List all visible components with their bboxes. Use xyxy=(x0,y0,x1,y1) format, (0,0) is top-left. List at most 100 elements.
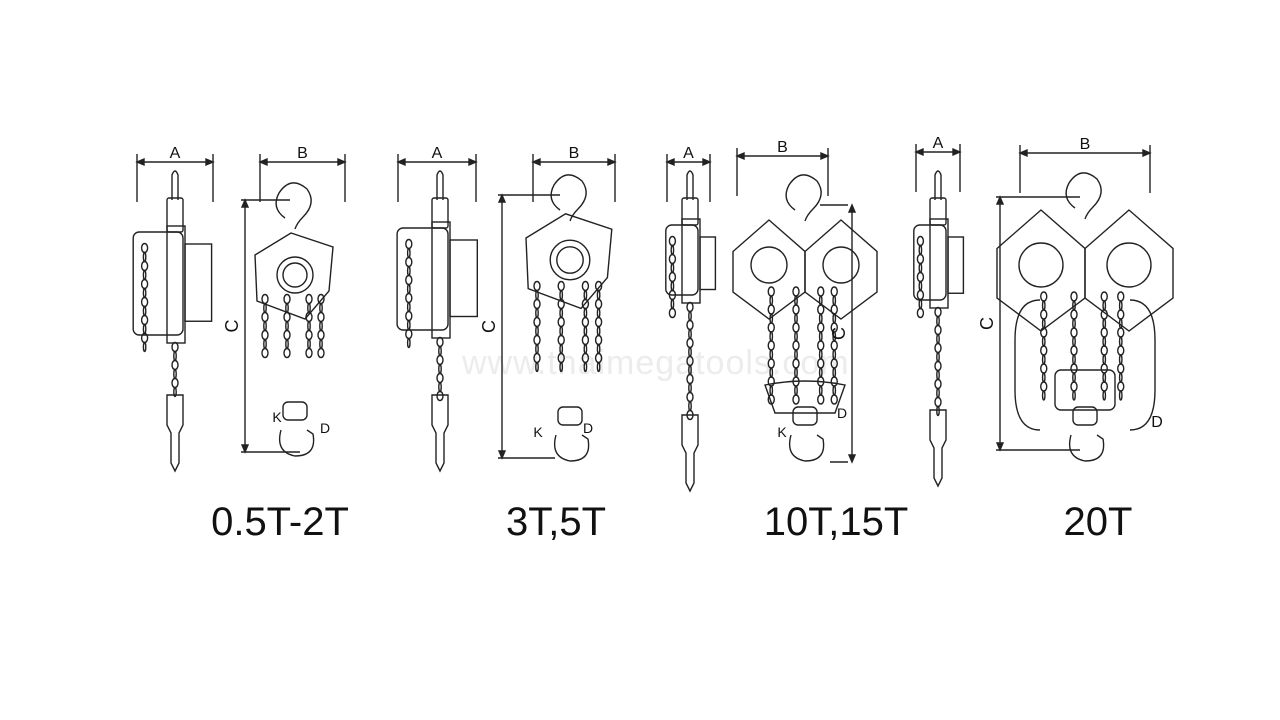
top-hook-side-icon xyxy=(436,170,444,200)
chain-link xyxy=(285,320,289,332)
watermark: www.thaimegatools.com xyxy=(462,344,850,382)
d-label-2: D xyxy=(837,405,847,421)
chain-link xyxy=(769,313,774,324)
chain-link xyxy=(594,298,603,310)
b-2-label: B xyxy=(777,139,788,156)
left-wheel xyxy=(1018,242,1064,288)
handwheel-bore xyxy=(282,262,308,288)
chain-link xyxy=(830,340,838,351)
chain-link xyxy=(688,310,692,322)
chain-link xyxy=(1072,372,1076,383)
chain-link xyxy=(559,325,564,337)
chain-link xyxy=(818,385,823,396)
arrowheads xyxy=(258,157,347,167)
chain-link xyxy=(936,351,940,363)
bottom-hook-icon xyxy=(278,429,315,457)
b-2-dimension xyxy=(735,148,830,196)
chain-link xyxy=(307,338,311,350)
chain-link xyxy=(934,306,942,318)
chain-link xyxy=(263,338,267,350)
chain-link xyxy=(283,329,291,341)
top-hook-side-icon xyxy=(686,170,694,200)
chain-link xyxy=(1041,318,1046,329)
chain-link xyxy=(535,325,539,337)
chain-link xyxy=(767,358,775,369)
chain-link xyxy=(670,244,675,256)
chain-link xyxy=(792,304,800,315)
chain-link xyxy=(581,352,590,364)
chain-link xyxy=(263,302,267,314)
a-3-dimension xyxy=(914,144,962,192)
chain-link xyxy=(817,322,825,333)
a-1-dimension xyxy=(396,154,478,202)
chain-link xyxy=(670,262,675,274)
chain-link xyxy=(792,394,800,405)
chain-link xyxy=(688,400,692,412)
bottom-hook-side-icon xyxy=(166,394,184,473)
chain-link xyxy=(317,347,325,359)
chain-link xyxy=(596,289,601,301)
chain-link xyxy=(596,343,601,355)
chain-link xyxy=(1040,345,1048,356)
load-chain xyxy=(686,301,694,421)
chain-link xyxy=(769,385,774,396)
chain-link xyxy=(1100,291,1108,302)
hook-yoke xyxy=(431,197,449,229)
chain-link xyxy=(668,235,677,247)
chain-link xyxy=(406,247,411,259)
hand-chain-1 xyxy=(1070,291,1078,401)
top-hook-icon xyxy=(785,174,822,222)
chain-link xyxy=(436,354,444,366)
right-wheel xyxy=(822,246,860,284)
chain-link xyxy=(1070,345,1078,356)
chain-link xyxy=(769,349,774,360)
chain-link xyxy=(307,320,311,332)
arrowheads xyxy=(847,203,857,464)
chain-link xyxy=(916,253,925,265)
chain-link xyxy=(171,359,179,371)
chain-link xyxy=(535,361,539,373)
arrowheads xyxy=(735,151,830,161)
chain-link xyxy=(794,349,798,360)
chain-link xyxy=(1041,354,1046,365)
chain-link xyxy=(1100,327,1108,338)
chain-link xyxy=(583,289,588,301)
chain-link xyxy=(918,298,923,310)
chain-link xyxy=(936,333,940,345)
chain-link xyxy=(406,265,411,277)
side-view-1 xyxy=(396,170,478,473)
chain-link xyxy=(405,238,413,250)
chain-link xyxy=(830,286,838,297)
chain-link xyxy=(583,325,588,337)
side-view-2 xyxy=(665,170,717,493)
hook-block xyxy=(1072,406,1098,426)
chain-link xyxy=(688,328,692,340)
arrowheads xyxy=(240,198,250,454)
b-1-label: B xyxy=(569,145,580,162)
chain-link xyxy=(918,262,923,274)
arrowheads xyxy=(995,195,1005,452)
chain-link xyxy=(285,302,289,314)
chain-link xyxy=(1118,300,1123,311)
chain-link xyxy=(142,287,147,299)
chain-link xyxy=(936,405,940,417)
chain-link xyxy=(817,340,825,351)
chain-link xyxy=(767,304,775,315)
chain-link xyxy=(817,304,825,315)
hand-chain-3 xyxy=(830,286,838,405)
chain-link xyxy=(596,361,601,373)
chain-link xyxy=(319,302,323,314)
front-view-2 xyxy=(732,174,878,462)
chain-link xyxy=(1118,390,1123,401)
top-hook-icon xyxy=(1065,172,1102,220)
arrowheads xyxy=(914,147,962,157)
chain-link xyxy=(140,260,149,272)
k-label-0: K xyxy=(272,409,282,425)
chain-link xyxy=(1118,372,1123,383)
b-3-dimension xyxy=(1018,145,1152,193)
chain-link xyxy=(436,372,444,384)
chain-link xyxy=(261,347,269,359)
chain-link xyxy=(406,283,411,295)
chain-link xyxy=(261,311,269,323)
left-wheel xyxy=(750,246,788,284)
